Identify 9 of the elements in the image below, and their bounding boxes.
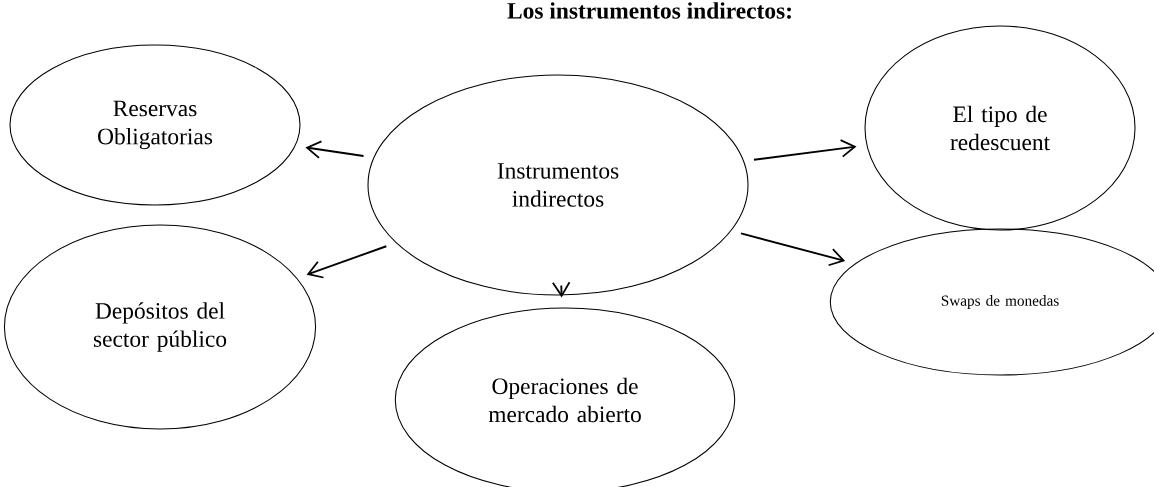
arrow (752, 139, 857, 161)
ellipse-node: El tipo de redescuent (864, 25, 1136, 231)
arrow (740, 232, 846, 267)
ellipse-node: Reservas Obligatorias (9, 44, 301, 206)
ellipse-node: Instrumentos indirectos (367, 74, 749, 296)
ellipse-node: Depósitos del sector público (3, 224, 317, 430)
arrow (305, 140, 365, 159)
title: Los instrumentos indirectos: (507, 2, 791, 19)
arrow (306, 245, 388, 279)
